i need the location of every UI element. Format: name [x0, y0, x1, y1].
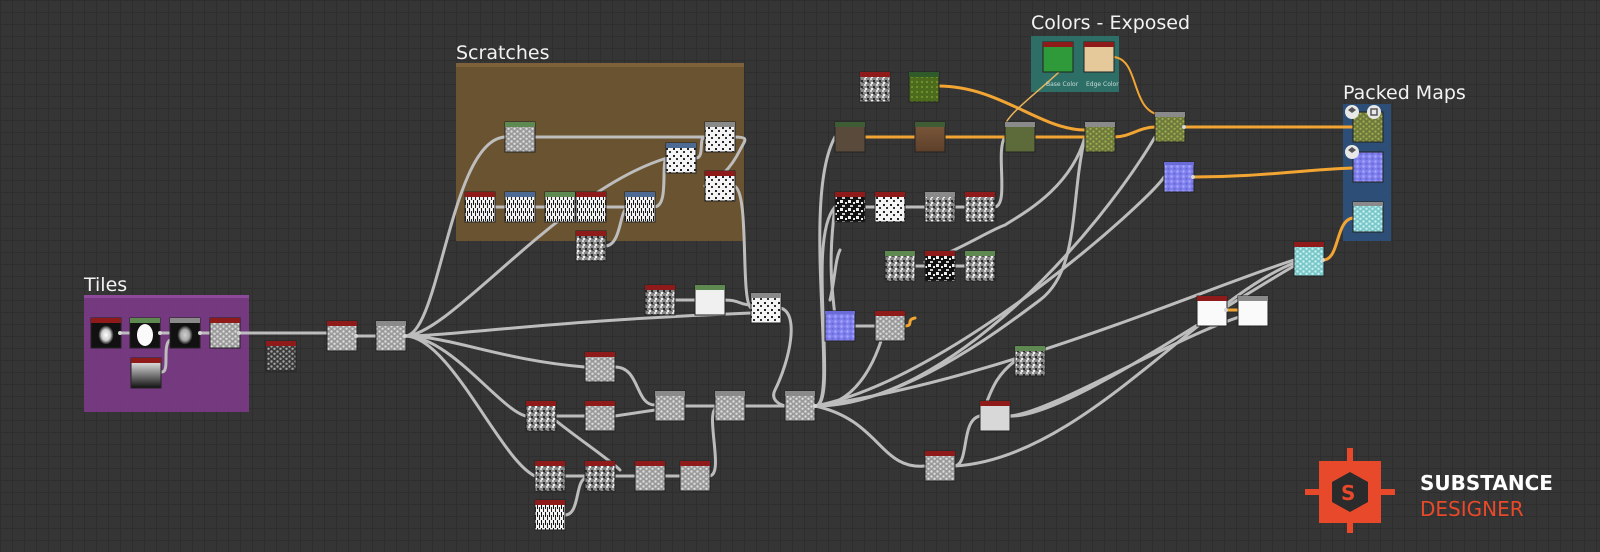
- node-cyan-pack[interactable]: [1293, 241, 1325, 277]
- node-r2-2[interactable]: [874, 191, 906, 223]
- node-r2-1[interactable]: [834, 191, 866, 223]
- substance-logo-icon: S: [1305, 448, 1395, 533]
- node-white-1[interactable]: [1196, 295, 1228, 327]
- node-bottom-5[interactable]: [534, 499, 566, 531]
- node-mid-noise[interactable]: [644, 284, 676, 316]
- node-low-f[interactable]: [784, 390, 816, 422]
- node-tile-gradient[interactable]: [169, 317, 201, 349]
- substance-designer-logo: S SUBSTANCE DESIGNER: [1305, 448, 1553, 533]
- node-normal-1[interactable]: [824, 310, 856, 342]
- node-tile-vertical-gradient[interactable]: [130, 357, 162, 389]
- frame-title-packed-maps: Packed Maps: [1343, 82, 1466, 104]
- node-normal-2[interactable]: [1163, 161, 1195, 193]
- node-tile-shape-2[interactable]: [129, 317, 161, 349]
- node-white-2[interactable]: [1237, 295, 1269, 327]
- wires-gray: [118, 135, 1296, 517]
- node-color-olive-2[interactable]: [1084, 121, 1116, 153]
- node-color-noise[interactable]: [859, 71, 891, 103]
- node-r2-4[interactable]: [964, 191, 996, 223]
- node-low-b[interactable]: [525, 400, 557, 432]
- node-scratch-4[interactable]: [575, 191, 607, 223]
- brand-line-2: DESIGNER: [1420, 497, 1524, 521]
- node-color-brown-1[interactable]: [834, 121, 866, 153]
- node-exposed-edge-color[interactable]: Edge Color: [1083, 41, 1119, 88]
- node-scratch-5[interactable]: [624, 191, 656, 223]
- node-scratch-3[interactable]: [544, 191, 576, 223]
- node-output-basecolor[interactable]: [1345, 105, 1384, 143]
- node-color-olive-1[interactable]: [1004, 121, 1036, 153]
- frame-title-scratches: Scratches: [456, 42, 550, 64]
- node-bottom-3[interactable]: [634, 460, 666, 492]
- node-color-green-1[interactable]: [908, 71, 940, 103]
- brand-line-1: SUBSTANCE: [1420, 471, 1553, 495]
- node-bottom-2[interactable]: [584, 460, 616, 492]
- node-low-d[interactable]: [654, 390, 686, 422]
- node-output-normal[interactable]: [1345, 145, 1384, 183]
- node-r2-3[interactable]: [924, 191, 956, 223]
- node-scratch-1[interactable]: [464, 191, 496, 223]
- export-icon[interactable]: [1367, 105, 1381, 119]
- node-blend-1[interactable]: [326, 320, 358, 352]
- node-r3-1[interactable]: [884, 250, 916, 282]
- node-scratch-noise[interactable]: [575, 230, 607, 262]
- node-scratch-out[interactable]: [704, 170, 736, 202]
- node-r4-2[interactable]: [979, 400, 1011, 432]
- frame-tiles[interactable]: Tiles: [83, 274, 249, 412]
- base-color-label: Base Color: [1046, 81, 1079, 88]
- node-color-brown-2[interactable]: [914, 121, 946, 153]
- node-tile-shape-1[interactable]: [90, 317, 122, 349]
- node-r3-2[interactable]: [924, 250, 956, 282]
- node-output-packed[interactable]: [1352, 201, 1384, 233]
- node-mid-levels[interactable]: [694, 284, 726, 316]
- node-mid-blend[interactable]: [750, 292, 782, 324]
- frame-title-tiles: Tiles: [83, 274, 127, 296]
- svg-text:S: S: [1341, 481, 1355, 505]
- node-dark-noise[interactable]: [265, 340, 297, 372]
- node-bottom-4[interactable]: [679, 460, 711, 492]
- node-low-a[interactable]: [584, 351, 616, 383]
- node-tile-generator[interactable]: [209, 317, 241, 349]
- node-color-olive-out[interactable]: [1154, 111, 1186, 143]
- node-exposed-base-color[interactable]: Base Color: [1042, 41, 1079, 88]
- node-low-e[interactable]: [714, 390, 746, 422]
- node-scratch-blend-a[interactable]: [665, 142, 697, 174]
- node-scratch-top[interactable]: [504, 121, 536, 153]
- node-r4-3[interactable]: [924, 450, 956, 482]
- node-blend-2[interactable]: [375, 320, 407, 352]
- node-scratch-blend-b[interactable]: [704, 121, 736, 153]
- node-r4-1[interactable]: [1014, 345, 1046, 377]
- node-scratch-2[interactable]: [504, 191, 536, 223]
- node-normal-blend[interactable]: [874, 310, 906, 342]
- frame-title-colors-exposed: Colors - Exposed: [1031, 12, 1190, 34]
- node-low-c[interactable]: [584, 400, 616, 432]
- node-ports: [118, 125, 1325, 408]
- edge-color-label: Edge Color: [1086, 81, 1119, 88]
- node-r3-3[interactable]: [964, 250, 996, 282]
- node-bottom-1[interactable]: [534, 460, 566, 492]
